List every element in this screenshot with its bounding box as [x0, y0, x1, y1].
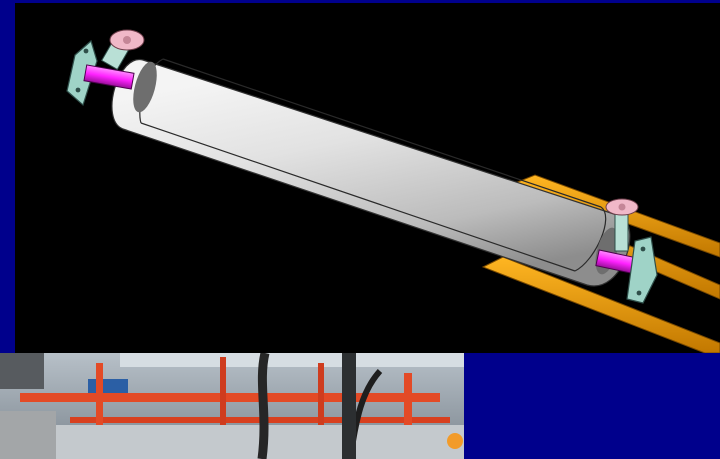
vessel-end-cap-right: [574, 206, 607, 272]
photo-cabinet: [0, 353, 44, 389]
installation-photo-svg: [0, 353, 464, 459]
vessel-weld-seam-bottom: [140, 122, 576, 272]
flange-left-bolt-2: [75, 87, 81, 93]
vessel-end-inner-left: [133, 61, 157, 113]
vessel-body: [111, 58, 631, 287]
photo-orange-item: [447, 433, 463, 449]
flange-right-bolt-1: [640, 246, 646, 252]
photo-concrete-block: [0, 411, 56, 459]
flange-left-top-bolt: [123, 36, 131, 44]
support-rail-lower: [481, 256, 720, 353]
nozzle-left-pipe: [83, 64, 135, 90]
photo-hose: [257, 353, 270, 459]
vessel-render-svg: [66, 29, 720, 353]
vessel-shell: [111, 59, 631, 287]
flange-left-side: [66, 39, 98, 107]
flange-left-bolt-1: [83, 48, 89, 54]
vessel-weld-seam-top: [162, 58, 602, 208]
photo-frame-top: [20, 393, 440, 402]
flange-right-side: [626, 236, 658, 304]
photo-floor: [0, 425, 464, 459]
photo-frame-post-3: [318, 363, 324, 459]
flange-right-top-bolt: [618, 203, 626, 211]
installation-photo: [0, 353, 464, 459]
flange-right-bolt-2: [636, 290, 642, 296]
photo-frame-post-1: [96, 363, 103, 459]
nozzle-right: [595, 198, 658, 304]
photo-dark-column: [342, 353, 356, 459]
vessel-3d-render: [15, 3, 720, 353]
nozzle-left: [66, 29, 145, 107]
photo-frame-post-2: [220, 357, 226, 459]
photo-frame-post-4: [404, 373, 412, 459]
photo-ceiling-lights: [120, 353, 464, 367]
